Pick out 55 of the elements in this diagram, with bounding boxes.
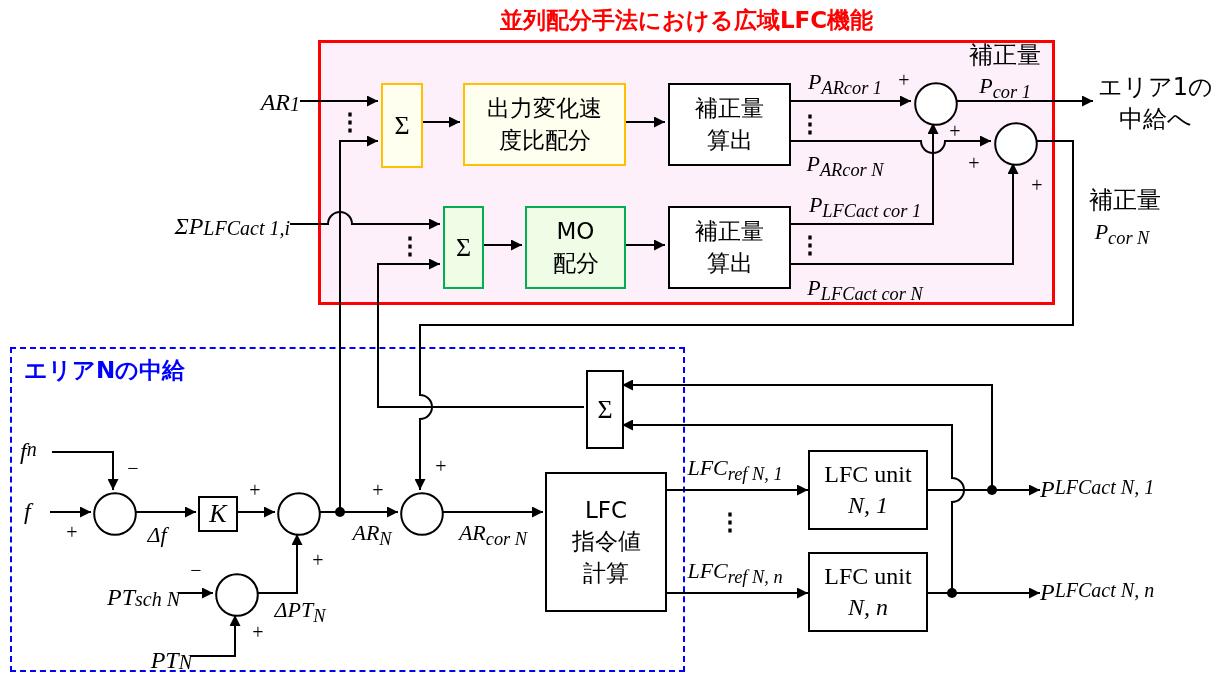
- sum-block: Σ: [443, 206, 484, 289]
- edge-label: LFC$_{ref N, n}$: [687, 557, 783, 589]
- edge-label: P$_{cor N}$: [1094, 218, 1150, 250]
- arrow: [189, 614, 241, 657]
- unit-box: LFC unit N, n: [808, 552, 928, 632]
- sign-label: +: [435, 454, 447, 478]
- process-box: LFC 指令値計算: [545, 472, 667, 612]
- sign-label: +: [372, 478, 384, 502]
- edge-label: P$_{ARcor N}$: [806, 150, 884, 182]
- process-box: MO配分: [525, 206, 626, 289]
- process-box: 補正量算出: [668, 206, 791, 289]
- unit-box: LFC unit N, 1: [808, 450, 928, 530]
- sign-label: −: [190, 558, 202, 582]
- signal-label: f: [24, 498, 52, 530]
- edge-label: ΔPT$_{N}$: [274, 596, 326, 628]
- sign-label: +: [1031, 173, 1043, 197]
- sign-label: +: [968, 151, 980, 175]
- caption-text: 補正量: [1089, 185, 1161, 216]
- edge-label: Δf: [147, 522, 167, 548]
- arrow: [377, 258, 585, 408]
- edge-label: AR$_{N}$: [352, 519, 392, 551]
- sign-label: +: [949, 119, 961, 143]
- sign-label: −: [127, 456, 139, 480]
- group-title: エリアNの中給: [24, 356, 186, 385]
- edge-label: AR$_{cor N}$: [458, 519, 528, 551]
- arrow: [177, 587, 214, 599]
- sign-label: +: [249, 478, 261, 502]
- edge-label: P$_{ARcor 1}$: [808, 68, 882, 100]
- gain-block: K: [198, 496, 238, 532]
- destination-label: エリア1の中給へ: [1093, 68, 1218, 138]
- ellipsis-mark: ⋮: [798, 231, 822, 259]
- edge-label: LFC$_{ref N, 1}$: [687, 454, 783, 486]
- arrow: [299, 95, 379, 107]
- arrow: [414, 140, 1074, 491]
- arrow: [289, 211, 441, 230]
- caption-text: 補正量: [969, 40, 1041, 71]
- edge-label: P$_{cor 1}$: [979, 72, 1031, 104]
- arrow: [49, 506, 92, 518]
- sum-block: Σ: [381, 83, 423, 168]
- ellipsis-mark: ⋮: [398, 232, 422, 260]
- sign-label: +: [898, 68, 910, 92]
- ellipsis-mark: ⋮: [718, 508, 742, 536]
- group-box: [10, 347, 685, 672]
- process-box: 出力変化速度比配分: [463, 83, 626, 166]
- edge-label: P$_{LFCact cor 1}$: [808, 191, 922, 223]
- edge-label: P$_{LFCact cor N}$: [807, 274, 923, 306]
- process-box: 補正量算出: [668, 83, 791, 166]
- sign-label: +: [66, 520, 78, 544]
- ellipsis-mark: ⋮: [798, 110, 822, 138]
- sum-block: Σ: [586, 370, 624, 449]
- sign-label: +: [252, 620, 264, 644]
- ellipsis-mark: ⋮: [338, 108, 362, 136]
- group-title: 並列配分手法における広域LFC機能: [498, 6, 875, 35]
- arrow: [51, 451, 119, 491]
- sign-label: +: [312, 548, 324, 572]
